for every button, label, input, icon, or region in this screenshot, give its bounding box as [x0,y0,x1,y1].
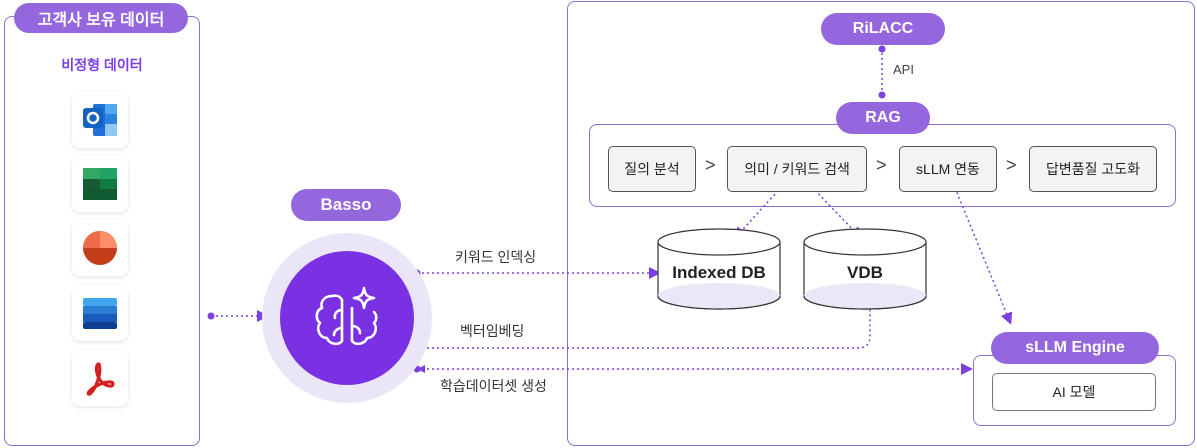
powerpoint-icon [83,231,117,265]
customer-data-title: 고객사 보유 데이터 [14,3,188,33]
basso-core [280,251,414,385]
rag-label: RAG [836,102,930,134]
excel-icon [83,168,117,200]
excel-file-tile [72,156,128,212]
search-to-indexed-db-line [733,182,786,240]
unstructured-data-label: 비정형 데이터 [61,57,143,73]
rag-step-sllm-integration: sLLM 연동 [899,146,997,192]
powerpoint-file-tile [72,220,128,276]
indexed-db-cylinder [657,228,781,310]
brain-sparkle-icon [315,286,378,346]
word-file-tile [72,285,128,341]
training-dataset-label: 학습데이터셋 생성 [440,378,547,394]
pdf-file-tile [72,350,128,406]
chevron-right-icon: > [1006,155,1017,175]
rag-step-query-analysis: 질의 분석 [608,146,696,192]
outlook-file-tile [72,92,128,148]
outlook-icon [83,104,117,136]
vector-embedding-label: 벡터임베딩 [460,323,525,339]
vdb-cylinder [803,228,927,310]
word-icon [83,298,117,329]
basso-label: Basso [291,189,401,221]
api-label: API [893,62,914,77]
rilacc-label: RiLACC [821,13,945,45]
rag-step-semantic-keyword-search: 의미 / 키워드 검색 [727,146,867,192]
pdf-icon [86,362,115,396]
ai-model-box: AI 모델 [992,373,1156,411]
sllm-engine-label: sLLM Engine [991,332,1159,364]
indexed-db-label: Indexed DB [672,263,766,282]
chevron-right-icon: > [876,155,887,175]
sllm-to-engine-line [952,182,1013,325]
vector-embedding-line [417,297,876,349]
rag-step-answer-quality: 답변품질 고도화 [1029,146,1157,192]
chevron-right-icon: > [705,155,716,175]
keyword-indexing-label: 키워드 인덱싱 [455,249,537,265]
vdb-label: VDB [847,263,883,282]
